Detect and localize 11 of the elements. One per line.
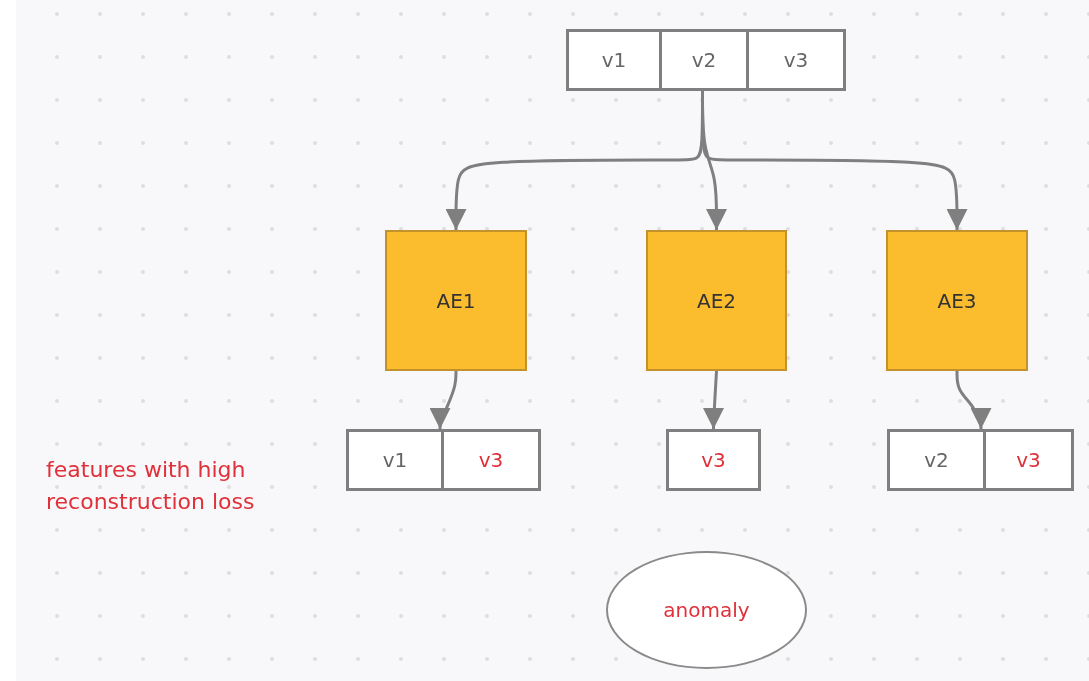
autoencoder-box: AE3 [886, 230, 1028, 371]
feature-row [566, 29, 846, 91]
arrow [955, 371, 992, 430]
arrow [703, 370, 724, 430]
autoencoder-box: AE1 [385, 230, 527, 371]
arrow [429, 371, 458, 430]
annotation-text: features with high reconstruction loss [46, 456, 256, 516]
feature-row [346, 429, 541, 491]
feature-row [887, 429, 1074, 491]
feature-cell: v3 [666, 429, 761, 491]
autoencoder-box: AE2 [646, 230, 787, 371]
